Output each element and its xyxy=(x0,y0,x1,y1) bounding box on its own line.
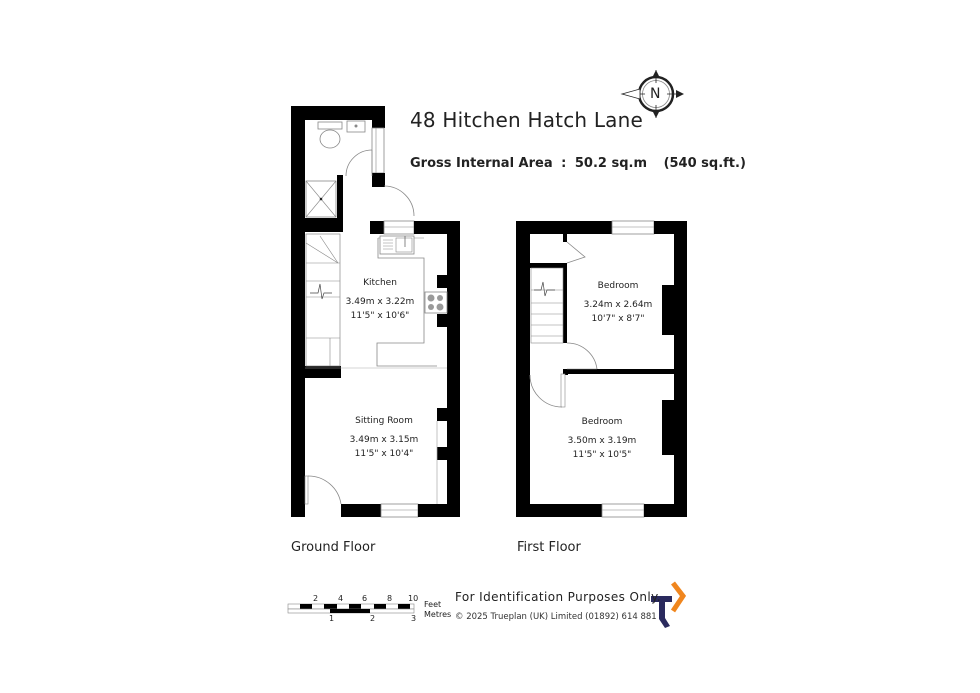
disclaimer-text: For Identification Purposes Only. xyxy=(455,590,662,604)
gia-sqm: 50.2 sq.m xyxy=(574,156,648,171)
room-name: Bedroom xyxy=(581,417,623,427)
copyright-text: © 2025 Trueplan (UK) Limited (01892) 614… xyxy=(455,612,657,622)
trueplan-logo-icon xyxy=(651,581,687,628)
first-floor-plan xyxy=(516,220,687,518)
room-metric: 3.49m x 3.15m xyxy=(349,435,419,445)
property-title: 48 Hitchen Hatch Lane xyxy=(410,108,643,132)
room-imperial: 11'5" x 10'6" xyxy=(350,311,410,321)
room-metric: 3.24m x 2.64m xyxy=(583,300,653,310)
compass-north-icon xyxy=(620,70,684,118)
gross-internal-area: Gross Internal Area : 50.2 sq.m (540 sq.… xyxy=(410,156,750,171)
gia-separator: : xyxy=(561,156,567,171)
scale-feet-label: Feet xyxy=(424,600,442,609)
scale-feet-2: 2 xyxy=(313,594,319,603)
gia-sqft: (540 sq.ft.) xyxy=(663,156,746,171)
room-name: Kitchen xyxy=(363,278,397,288)
scale-bar xyxy=(287,603,415,614)
scale-feet-8: 8 xyxy=(387,594,393,603)
room-imperial: 10'7" x 8'7" xyxy=(591,314,645,324)
room-bedroom-2: Bedroom 3.50m x 3.19m 11'5" x 10'5" xyxy=(557,415,647,462)
scale-metres-label: Metres xyxy=(424,610,452,619)
compass-letter: N xyxy=(650,86,661,102)
room-kitchen: Kitchen 3.49m x 3.22m 11'5" x 10'6" xyxy=(340,276,420,323)
room-imperial: 11'5" x 10'4" xyxy=(354,449,414,459)
room-metric: 3.49m x 3.22m xyxy=(345,297,415,307)
ground-floor-plan xyxy=(291,106,460,518)
scale-feet-10: 10 xyxy=(408,594,419,603)
gia-label: Gross Internal Area xyxy=(410,156,553,171)
room-name: Sitting Room xyxy=(355,416,413,426)
scale-metre-1: 1 xyxy=(329,614,335,623)
scale-feet-4: 4 xyxy=(338,594,344,603)
room-imperial: 11'5" x 10'5" xyxy=(572,450,632,460)
scale-feet-6: 6 xyxy=(362,594,368,603)
room-bedroom-1: Bedroom 3.24m x 2.64m 10'7" x 8'7" xyxy=(578,279,658,326)
room-sitting-room: Sitting Room 3.49m x 3.15m 11'5" x 10'4" xyxy=(334,414,434,461)
room-metric: 3.50m x 3.19m xyxy=(567,436,637,446)
scale-metre-2: 2 xyxy=(370,614,376,623)
room-name: Bedroom xyxy=(597,281,639,291)
scale-metre-3: 3 xyxy=(411,614,417,623)
floor-label-first: First Floor xyxy=(517,540,581,555)
floor-label-ground: Ground Floor xyxy=(291,540,376,555)
